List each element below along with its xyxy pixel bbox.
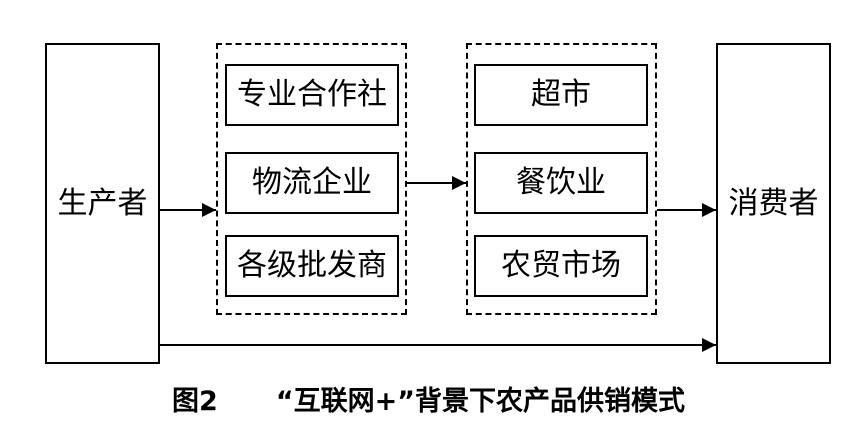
retailers-group [466,43,657,315]
retailer-label: 农贸市场 [501,248,621,283]
intermediary-label: 各级批发商 [237,248,387,283]
intermediary-label: 专业合作社 [237,77,387,112]
producer-label: 生产者 [57,185,148,221]
retailer-box-catering: 餐饮业 [474,152,648,214]
producer-box: 生产者 [45,43,160,364]
intermediary-label: 物流企业 [252,165,372,200]
intermediary-box-logistics: 物流企业 [225,152,399,214]
consumer-label: 消费者 [728,185,819,221]
retailer-label: 超市 [531,77,591,112]
retailer-box-farmers-market: 农贸市场 [474,235,648,297]
retailer-label: 餐饮业 [516,165,606,200]
consumer-box: 消费者 [716,43,831,364]
retailer-box-supermarket: 超市 [474,64,648,126]
intermediary-box-cooperative: 专业合作社 [225,64,399,126]
figure-number: 图2 [172,386,218,417]
figure-title: “互联网+”背景下农产品供销模式 [275,386,685,417]
intermediary-box-wholesalers: 各级批发商 [225,235,399,297]
intermediaries-group [216,43,407,315]
figure-caption: 图2 “互联网+”背景下农产品供销模式 [0,382,857,422]
